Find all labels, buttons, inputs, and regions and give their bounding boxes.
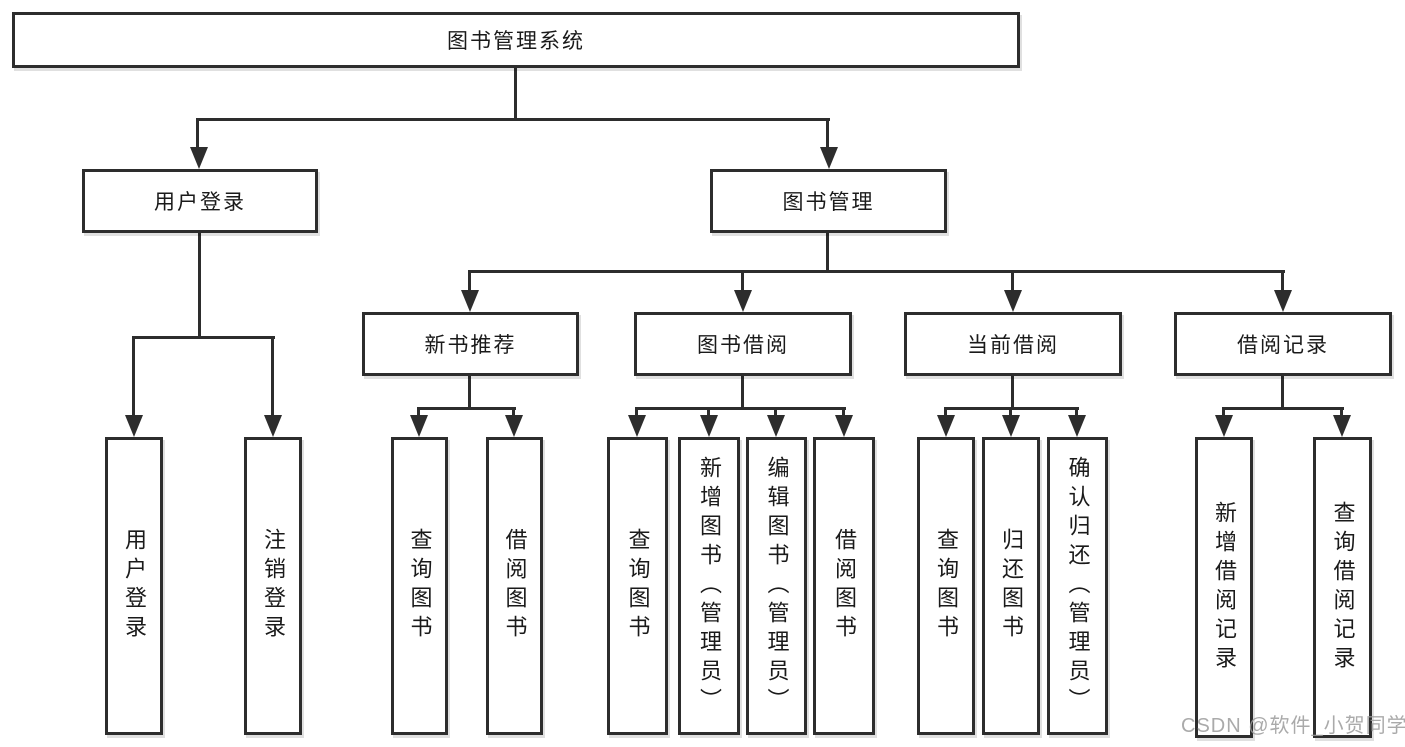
connector-newrec-rail [417, 407, 516, 410]
leaf-user-login: 用户登录 [105, 437, 163, 735]
connector-root-rail [196, 118, 830, 121]
connector-drop-new-recommend [468, 270, 471, 290]
leaf-query-borrow-record: 查询借阅记录 [1313, 437, 1372, 738]
connector-drop [417, 407, 420, 415]
connector-drop-leaf-logout [271, 336, 274, 415]
connector-drop [635, 407, 638, 415]
connector-drop [1222, 407, 1225, 415]
arrow-down-icon [264, 415, 282, 437]
arrow-down-icon [1002, 415, 1020, 437]
leaf-return-book: 归还图书 [982, 437, 1040, 735]
connector-login-stem [198, 233, 201, 336]
node-book-management: 图书管理 [710, 169, 947, 233]
leaf-add-borrow-record: 新增借阅记录 [1195, 437, 1253, 738]
leaf-add-book-admin: 新增图书（管理员） [678, 437, 740, 735]
connector-drop-borrow-record [1281, 270, 1284, 290]
arrow-down-icon [820, 147, 838, 169]
node-book-borrow: 图书借阅 [634, 312, 852, 376]
connector-drop [512, 407, 515, 415]
node-borrow-record: 借阅记录 [1174, 312, 1392, 376]
connector-drop [1075, 407, 1078, 415]
csdn-watermark: CSDN @软件_小贺同学 [1181, 715, 1405, 737]
connector-drop [1340, 407, 1343, 415]
arrow-down-icon [1068, 415, 1086, 437]
connector-root-stem [514, 68, 517, 118]
connector-drop [842, 407, 845, 415]
connector-drop-leaf-user-login [132, 336, 135, 415]
arrow-down-icon [505, 415, 523, 437]
connector-drop-user-login [196, 118, 199, 147]
leaf-borrow-book: 借阅图书 [813, 437, 875, 735]
connector-drop-book-borrow [741, 270, 744, 290]
arrow-down-icon [1004, 290, 1022, 312]
node-root-library-system: 图书管理系统 [12, 12, 1020, 68]
leaf-logout: 注销登录 [244, 437, 302, 735]
arrow-down-icon [461, 290, 479, 312]
connector-borrow-rail [635, 407, 846, 410]
arrow-down-icon [700, 415, 718, 437]
arrow-down-icon [734, 290, 752, 312]
connector-drop-current-borrow [1011, 270, 1014, 290]
arrow-down-icon [1215, 415, 1233, 437]
leaf-query-book-current: 查询图书 [917, 437, 975, 735]
leaf-query-book-recommend: 查询图书 [391, 437, 448, 735]
connector-current-stem [1011, 376, 1014, 407]
arrow-down-icon [410, 415, 428, 437]
leaf-confirm-return-admin: 确认归还（管理员） [1047, 437, 1108, 735]
arrow-down-icon [628, 415, 646, 437]
connector-mgmt-rail [469, 270, 1285, 273]
leaf-borrow-book-recommend: 借阅图书 [486, 437, 543, 735]
connector-newrec-stem [468, 376, 471, 407]
node-current-borrow: 当前借阅 [904, 312, 1122, 376]
connector-borrow-stem [741, 376, 744, 407]
connector-drop [944, 407, 947, 415]
connector-drop [1009, 407, 1012, 415]
connector-drop [774, 407, 777, 415]
node-user-login: 用户登录 [82, 169, 318, 233]
arrow-down-icon [1274, 290, 1292, 312]
arrow-down-icon [835, 415, 853, 437]
leaf-edit-book-admin: 编辑图书（管理员） [746, 437, 807, 735]
connector-drop-book-management [826, 118, 829, 147]
arrow-down-icon [190, 147, 208, 169]
connector-drop [707, 407, 710, 415]
connector-mgmt-stem [826, 233, 829, 270]
arrow-down-icon [1333, 415, 1351, 437]
connector-record-stem [1281, 376, 1284, 407]
arrow-down-icon [125, 415, 143, 437]
arrow-down-icon [767, 415, 785, 437]
leaf-query-book-borrow: 查询图书 [607, 437, 668, 735]
connector-record-rail [1222, 407, 1344, 410]
node-new-book-recommend: 新书推荐 [362, 312, 579, 376]
arrow-down-icon [937, 415, 955, 437]
connector-login-rail [132, 336, 275, 339]
